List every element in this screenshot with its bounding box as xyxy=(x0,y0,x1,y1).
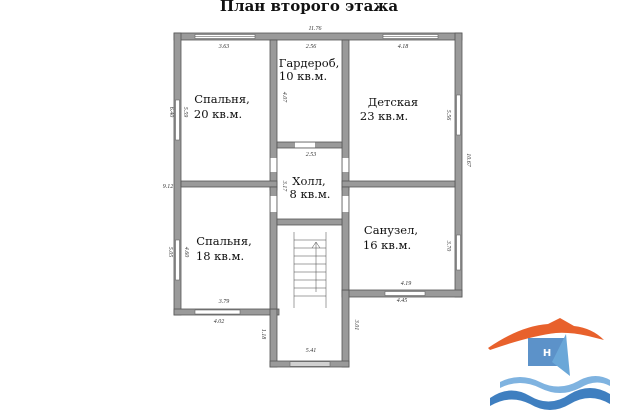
dimension-label: 10.67 xyxy=(465,153,471,168)
door-opening xyxy=(342,196,349,212)
window xyxy=(175,99,180,141)
window xyxy=(194,309,241,315)
wall-hall-bottom xyxy=(276,218,343,226)
room-area-bedroom-2: 18 кв.м. xyxy=(196,249,244,263)
stair-arrow xyxy=(311,241,321,292)
dimension-label: 3.63 xyxy=(218,44,230,50)
windows xyxy=(175,34,461,367)
dimension-label: 9.12 xyxy=(163,184,174,190)
dimension-label: 2.56 xyxy=(306,44,317,50)
room-area-wardrobe: 10 кв.м. xyxy=(279,69,327,83)
window xyxy=(384,291,426,296)
door-opening xyxy=(342,158,349,172)
dimension-label: 3.79 xyxy=(218,299,230,305)
room-labels: Гардероб, 10 кв.м. Спальня, 20 кв.м. Дет… xyxy=(194,56,418,263)
plan-title: План второго этажа xyxy=(220,0,399,15)
wall-stair-right xyxy=(341,289,350,368)
room-area-nursery: 23 кв.м. xyxy=(360,109,408,123)
room-name-nursery: Детская xyxy=(368,95,418,109)
wall-mid-left xyxy=(180,180,278,188)
wall-hall-right xyxy=(341,186,350,291)
staircase xyxy=(293,232,327,308)
dimension-label: 2.53 xyxy=(306,152,317,158)
logo-sail xyxy=(552,334,570,376)
logo-wave xyxy=(490,388,610,410)
room-name-bathroom: Санузел, xyxy=(364,223,418,237)
dimension-label: 4.02 xyxy=(214,318,225,325)
dimension-label: 3.70 xyxy=(445,240,451,252)
room-name-bedroom-1: Спальня, xyxy=(194,92,249,106)
wall-hall-left xyxy=(269,186,278,310)
room-area-hall: 8 кв.м. xyxy=(290,187,331,201)
dimension-label: 5.05 xyxy=(167,247,173,258)
door-opening xyxy=(270,158,277,172)
dimension-label: 6.40 xyxy=(168,107,175,118)
dimension-label: 11.76 xyxy=(308,26,321,32)
door-opening xyxy=(295,142,315,148)
room-area-bathroom: 16 кв.м. xyxy=(363,238,411,252)
dimension-label: 4.18 xyxy=(398,43,409,50)
window xyxy=(456,234,461,271)
room-name-wardrobe: Гардероб, xyxy=(279,56,340,70)
dimension-label: 4.19 xyxy=(401,280,412,287)
company-logo: H xyxy=(488,318,610,410)
dimension-labels: 11.76 3.63 2.56 4.18 6.40 5.59 4.07 5.56… xyxy=(163,26,471,354)
logo-house-mark: H xyxy=(543,348,551,359)
door-openings xyxy=(270,142,349,212)
room-name-hall: Холл, xyxy=(292,174,325,188)
window xyxy=(175,239,180,281)
wall-stair-left xyxy=(269,308,278,368)
dimension-label: 5.56 xyxy=(445,110,451,121)
window xyxy=(456,94,461,136)
logo-roof xyxy=(488,318,604,350)
dimension-label: 4.60 xyxy=(183,247,190,258)
logo-wave xyxy=(500,376,610,393)
dimension-label: 3.17 xyxy=(281,180,287,193)
dimension-label: 1.18 xyxy=(260,329,266,340)
dimension-label: 5.59 xyxy=(182,107,188,118)
dimension-label: 3.01 xyxy=(353,319,359,331)
wall-mid-right xyxy=(341,180,456,188)
dimension-label: 4.07 xyxy=(281,92,288,104)
dimension-label: 4.45 xyxy=(397,297,408,304)
room-area-bedroom-1: 20 кв.м. xyxy=(194,107,242,121)
dimension-label: 5.41 xyxy=(306,347,317,354)
door-opening xyxy=(270,196,277,212)
room-name-bedroom-2: Спальня, xyxy=(196,234,251,248)
